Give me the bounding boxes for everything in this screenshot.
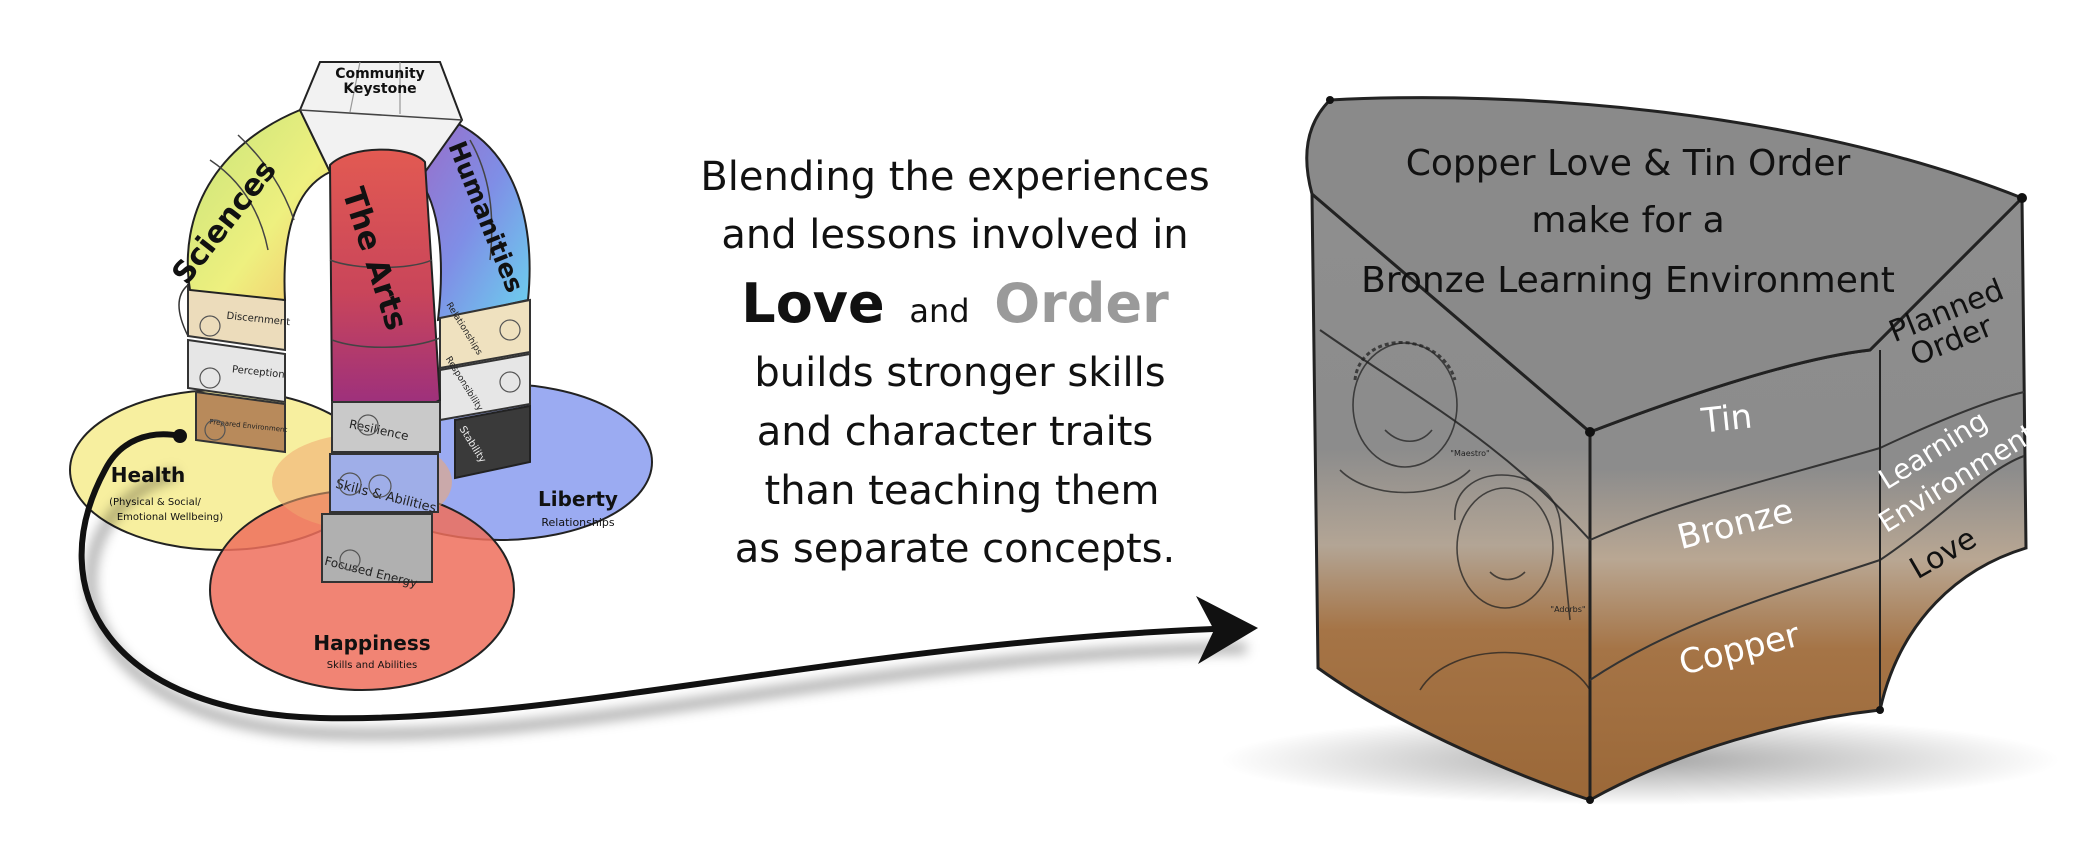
and-word: and xyxy=(909,292,969,330)
message-line-1: Blending the experiences xyxy=(700,154,1209,200)
cylinder-top-face xyxy=(1305,96,2025,434)
health-sub-2: Emotional Wellbeing) xyxy=(117,512,223,523)
message-line-4: builds stronger skills xyxy=(754,350,1165,396)
portrait-caption-1: "Maestro" xyxy=(1450,449,1489,458)
block-perception: Perception xyxy=(231,364,285,380)
cylinder-title-line-2: make for a xyxy=(1531,200,1724,241)
message-line-6: than teaching them xyxy=(765,468,1160,514)
flow-arrow xyxy=(78,429,1258,740)
cylinder-title-line-3: Bronze Learning Environment xyxy=(1361,260,1895,301)
arrow-head xyxy=(1196,596,1258,664)
order-word: Order xyxy=(994,272,1169,335)
health-sub-1: (Physical & Social/ xyxy=(109,497,201,508)
bronze-cylinder: "Maestro" "Adorbs" Copper Love & Tin Ord… xyxy=(1220,96,2060,805)
portrait-sketches xyxy=(1339,341,1591,691)
right-block-stack xyxy=(439,298,531,480)
liberty-title: Liberty xyxy=(538,487,618,511)
keystone: Community Keystone xyxy=(298,61,464,184)
happiness-title: Happiness xyxy=(313,631,430,655)
center-block-stack xyxy=(321,401,441,583)
message-block: Blending the experiences and lessons inv… xyxy=(700,154,1209,572)
layer-tin: Tin xyxy=(1699,397,1755,442)
message-line-7: as separate concepts. xyxy=(735,526,1175,572)
block-portrait-sketches xyxy=(199,315,521,571)
message-line-3: Love and Order xyxy=(741,272,1169,335)
portrait-caption-2: "Adorbs" xyxy=(1550,605,1585,614)
liberty-sub: Relationships xyxy=(541,516,615,529)
message-line-5: and character traits xyxy=(757,409,1154,455)
keystone-label-2: Keystone xyxy=(343,81,416,97)
cylinder-title-line-1: Copper Love & Tin Order xyxy=(1406,143,1851,184)
arch-diagram: Community Keystone Sciences The Arts Hum… xyxy=(69,61,653,691)
keystone-label-1: Community xyxy=(335,66,425,82)
message-line-2: and lessons involved in xyxy=(721,212,1188,258)
happiness-sub: Skills and Abilities xyxy=(327,660,417,671)
love-word: Love xyxy=(741,272,884,335)
